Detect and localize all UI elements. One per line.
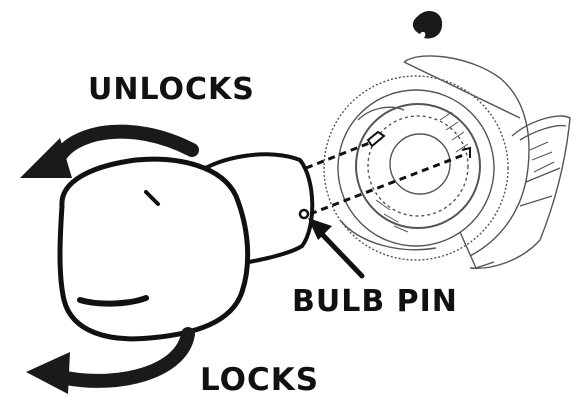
unlocks-label: UNLOCKS <box>88 72 255 107</box>
pointer-arrow-icon <box>308 218 362 276</box>
rotate-lock-arrow-icon <box>26 334 188 394</box>
retaining-clip-blob <box>413 11 442 38</box>
bulb-glass <box>60 159 248 339</box>
bulb-pin-label: BULB PIN <box>292 284 458 319</box>
alignment-lines <box>306 142 466 214</box>
bulb-pin <box>300 210 308 218</box>
locks-label: LOCKS <box>200 362 319 398</box>
